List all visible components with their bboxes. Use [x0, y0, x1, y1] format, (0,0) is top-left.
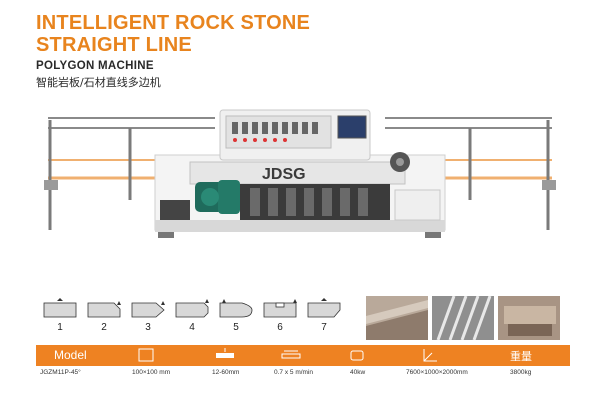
title-line-3: POLYGON MACHINE [36, 60, 154, 72]
profile-2-label: 2 [101, 322, 107, 333]
title-chinese: 智能岩板/石材直线多边机 [36, 76, 161, 89]
sample-photo-2 [432, 296, 494, 340]
spec-thickness: 12-60mm [212, 369, 240, 376]
profile-6-label: 6 [277, 322, 283, 333]
profile-5-label: 5 [233, 322, 239, 333]
profile-1: 1 [42, 296, 82, 338]
profile-2: 2 [86, 296, 126, 338]
sample-photo-1 [366, 296, 428, 340]
title-line-1: INTELLIGENT ROCK STONE [36, 12, 311, 34]
profile-4: 4 [174, 296, 214, 338]
thickness-icon [216, 348, 234, 358]
spec-dimensions: 7600×1000×2000mm [406, 369, 468, 376]
profile-4-icon [175, 299, 209, 318]
sample-photo-3 [498, 296, 560, 340]
profile-1-label: 1 [57, 322, 63, 333]
edge-profiles: 1 2 3 4 5 6 [42, 296, 352, 338]
profile-5-icon [219, 299, 253, 318]
spec-glass-size: 100×100 mm [132, 369, 171, 376]
machine-illustration: JDSG [40, 100, 560, 250]
profile-3-icon [131, 301, 165, 318]
spec-values-row: JGZM11P-45° 100×100 mm 12-60mm 0.7 x 5 m… [36, 368, 570, 382]
spec-weight: 3800kg [510, 369, 532, 376]
profile-1-icon [43, 298, 77, 318]
spec-power: 40kw [350, 369, 366, 376]
profile-6: 6 [262, 296, 302, 338]
title-block: INTELLIGENT ROCK STONE STRAIGHT LINE POL… [36, 12, 310, 90]
profile-3: 3 [130, 296, 170, 338]
machine-brand: JDSG [262, 166, 306, 183]
profile-7-icon [307, 298, 341, 318]
title-line-2: STRAIGHT LINE [36, 34, 192, 56]
profile-7-label: 7 [321, 322, 327, 333]
speed-icon [281, 350, 301, 359]
spec-speed: 0.7 x 5 m/min [274, 369, 314, 376]
profile-2-icon [87, 301, 121, 318]
weight-header: 重量 [510, 350, 532, 363]
profile-7: 7 [306, 296, 346, 338]
profile-5: 5 [218, 296, 258, 338]
glass-size-icon [138, 348, 154, 362]
profile-3-label: 3 [145, 322, 151, 333]
spec-header-bar: Model 重量 [36, 345, 570, 366]
machine-image: JDSG [44, 109, 556, 238]
profile-4-label: 4 [189, 322, 195, 333]
dimensions-icon [423, 349, 437, 362]
power-icon [350, 350, 364, 361]
model-header: Model [54, 348, 87, 362]
spec-model: JGZM11P-45° [40, 369, 81, 376]
profile-6-icon [263, 299, 297, 318]
sample-photos [366, 296, 566, 340]
